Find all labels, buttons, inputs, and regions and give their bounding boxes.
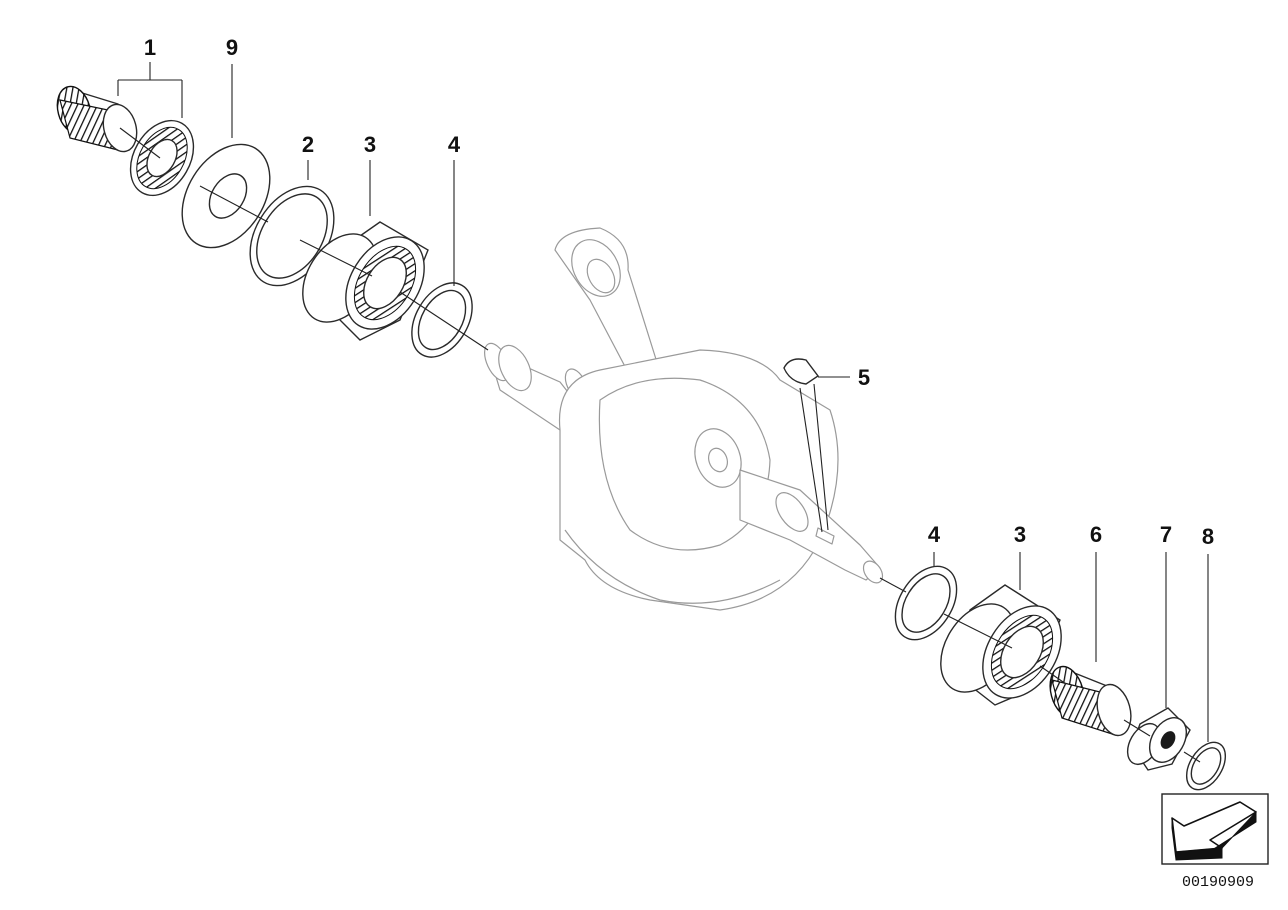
callout-2: 2 (302, 132, 314, 157)
callout-3-left: 3 (364, 132, 376, 157)
center-axis-lines (119, 127, 1201, 763)
woodruff-key-part-5 (783, 358, 820, 385)
roller-bearing-right-part-3 (940, 584, 1062, 706)
callout-9: 9 (226, 35, 238, 60)
callout-5: 5 (858, 365, 870, 390)
shim-part-2 (249, 185, 335, 287)
callout-4-right: 4 (928, 522, 941, 547)
needle-bearing-part-1 (56, 85, 138, 153)
roller-bearing-left-part-3 (302, 221, 429, 341)
washer-part-9 (181, 143, 271, 249)
nav-arrow-box[interactable] (1161, 793, 1269, 865)
ball-bearing-part-7 (1126, 707, 1191, 771)
callout-labels: 1 9 2 3 4 5 4 3 6 7 8 (144, 35, 1214, 549)
figure-id: 00190909 (1182, 874, 1254, 891)
crankshaft-assembly (484, 227, 884, 611)
ring-right-part-4 (894, 565, 958, 641)
thrust-washer-part-1 (129, 119, 195, 197)
callout-4-left: 4 (448, 132, 461, 157)
callout-7: 7 (1160, 522, 1172, 547)
arrow-back-down-left-icon (1171, 801, 1257, 861)
small-ring-part-8 (1185, 741, 1227, 791)
callout-3-right: 3 (1014, 522, 1026, 547)
callout-8: 8 (1202, 524, 1214, 549)
leader-lines (117, 62, 1209, 742)
callout-6: 6 (1090, 522, 1102, 547)
callout-1: 1 (144, 35, 156, 60)
needle-bearing-part-6 (1049, 665, 1132, 737)
